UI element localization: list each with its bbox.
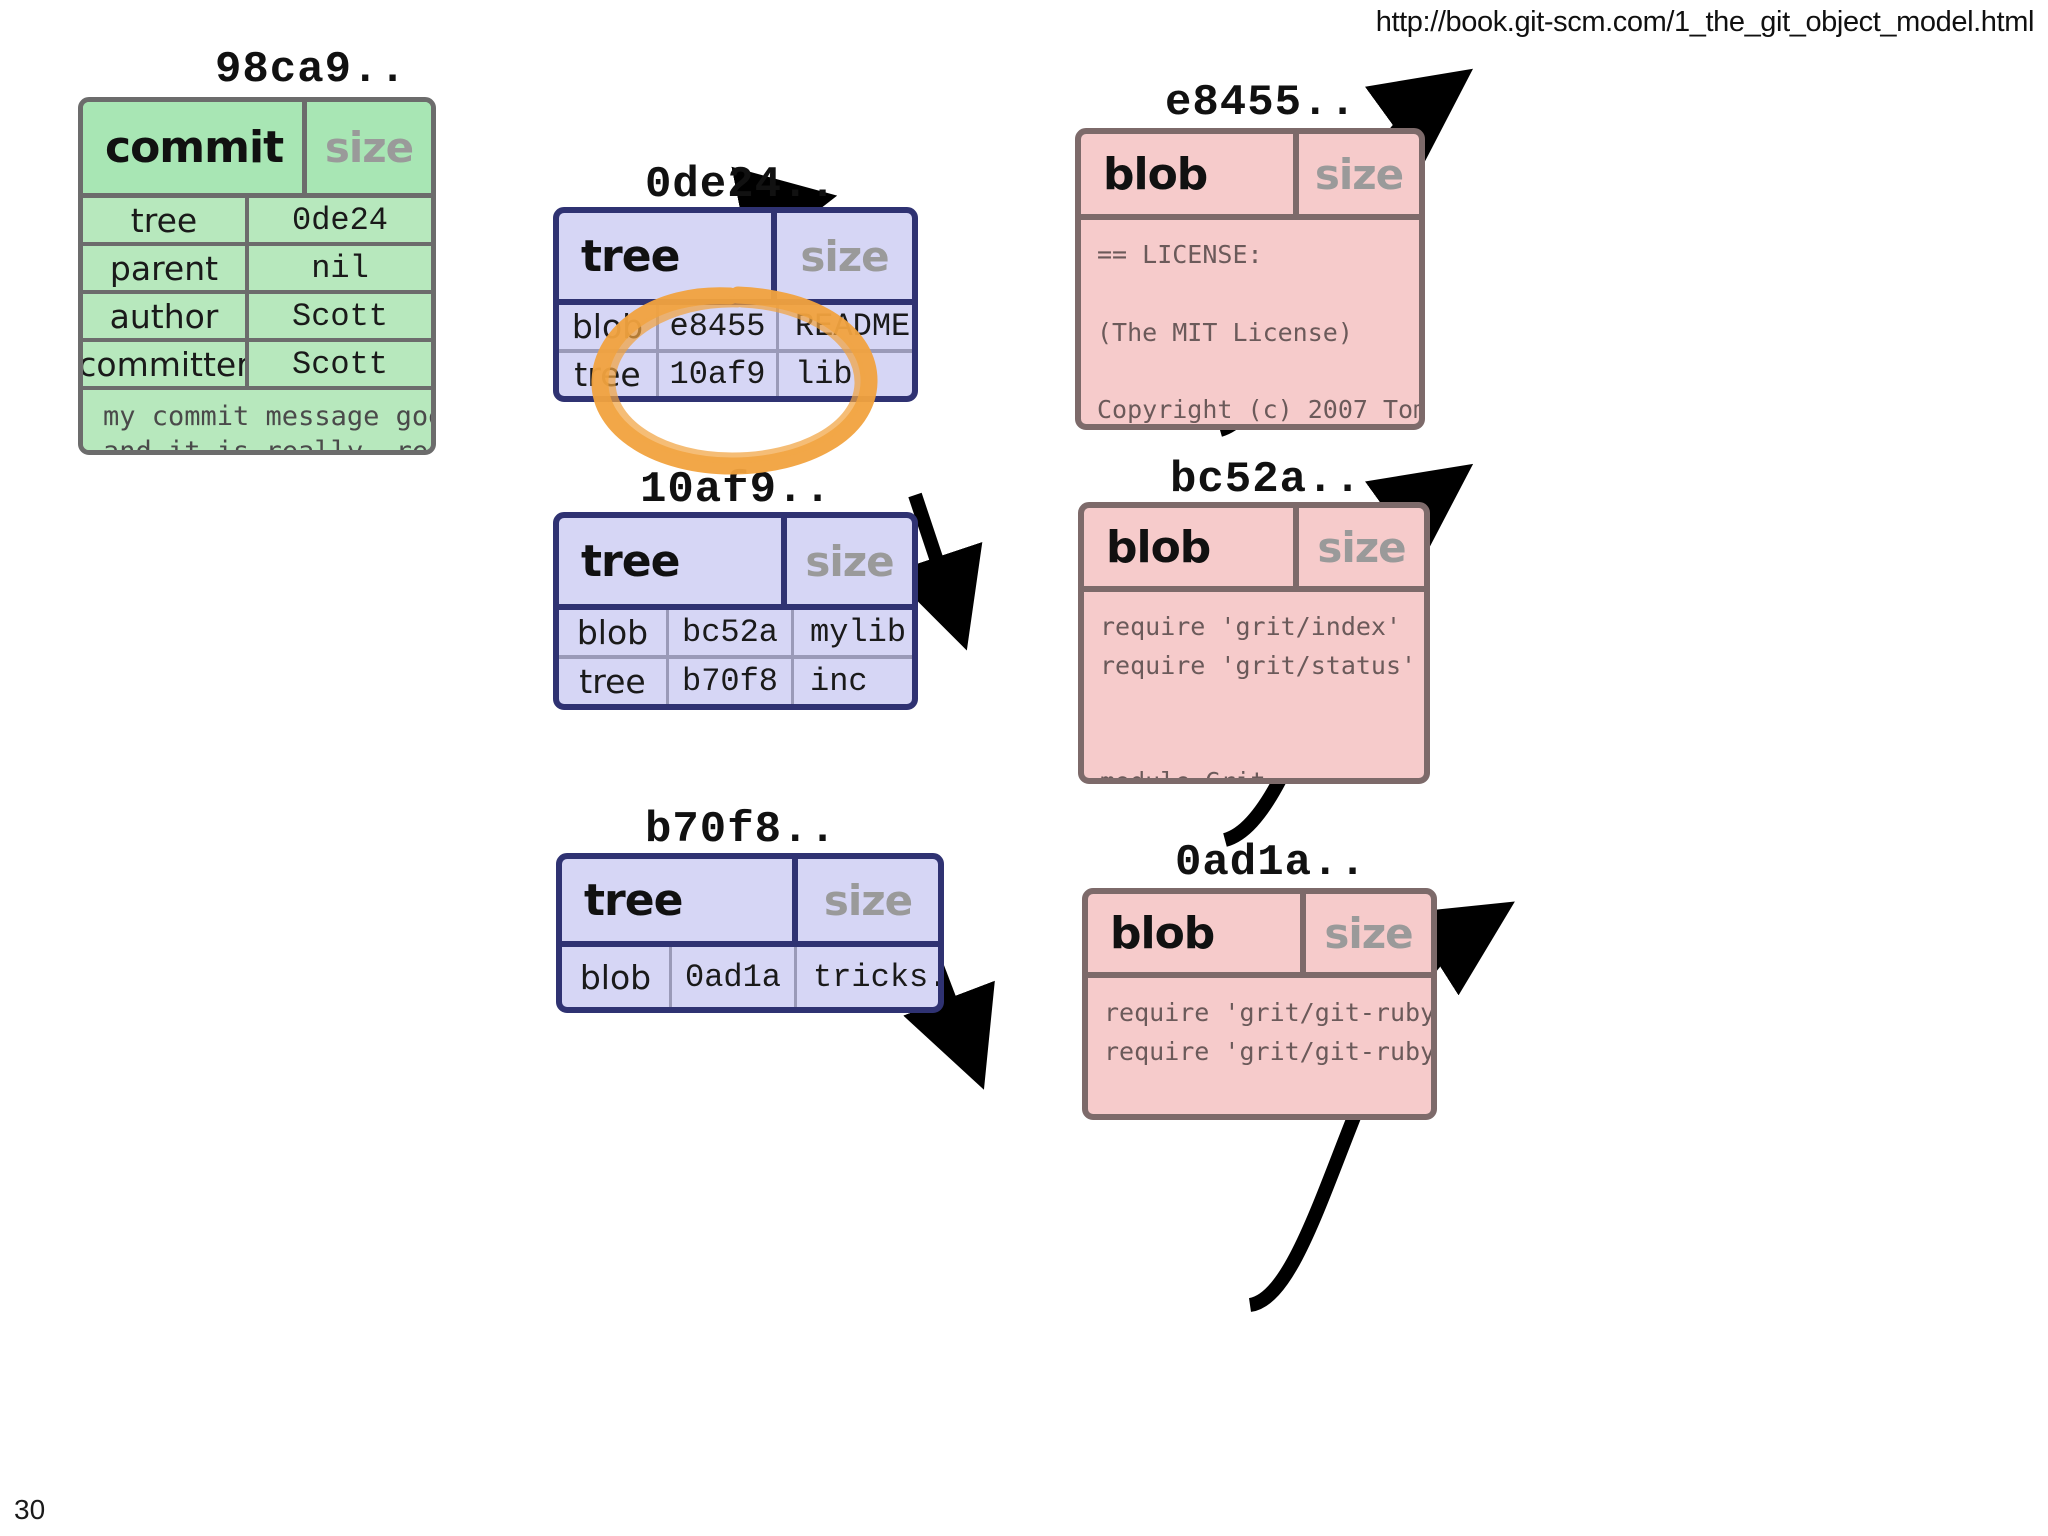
tree-entry-hash: 10af9 bbox=[659, 352, 779, 396]
tree-b70f8-size-label: size bbox=[823, 875, 913, 925]
tree-b70f8-object-id: b70f8.. bbox=[645, 805, 837, 855]
blob-0ad1a-object-id: 0ad1a.. bbox=[1175, 838, 1367, 888]
blob-bc52a-content: require 'grit/index' require 'grit/statu… bbox=[1100, 612, 1417, 778]
commit-message: my commit message goes here and it is re… bbox=[83, 390, 431, 450]
tree-10af9-size-label: size bbox=[805, 536, 894, 586]
tree-10af9-object-id: 10af9.. bbox=[640, 465, 832, 515]
tree-entry-hash: 0ad1a bbox=[672, 947, 797, 1007]
commit-field-row: committer Scott bbox=[83, 342, 431, 390]
tree-entry-name: mylib.rb bbox=[810, 614, 912, 651]
tree-entry-kind: blob bbox=[559, 305, 659, 349]
commit-field-value: nil bbox=[311, 249, 369, 287]
tree-entry-hash: b70f8 bbox=[669, 659, 794, 704]
commit-field-key: author bbox=[83, 294, 249, 338]
tree-entry-kind: blob bbox=[559, 610, 669, 655]
tree-entry-row: tree 10af9 lib bbox=[559, 352, 912, 396]
tree-entry-row: blob bc52a mylib.rb bbox=[559, 610, 912, 659]
blob-e8455-object-id: e8455.. bbox=[1165, 78, 1357, 128]
blob-0ad1a-size-label: size bbox=[1324, 908, 1413, 958]
commit-object-id: 98ca9.. bbox=[215, 45, 407, 95]
tree-entry-name: inc bbox=[810, 663, 868, 700]
commit-field-key: committer bbox=[83, 342, 249, 386]
arrow-tree0de24-to-tree10af9 bbox=[889, 492, 983, 651]
tree-entry-hash: bc52a bbox=[669, 610, 794, 655]
blob-bc52a-size-label: size bbox=[1317, 522, 1406, 572]
tree-10af9-type-label: tree bbox=[559, 518, 787, 604]
commit-field-key: tree bbox=[83, 198, 249, 242]
tree-0de24-card[interactable]: tree size blob e8455 README tree 10af9 l… bbox=[553, 207, 918, 402]
commit-field-row: tree 0de24 bbox=[83, 198, 431, 246]
tree-entry-kind: tree bbox=[559, 659, 669, 704]
blob-e8455-card[interactable]: blob size == LICENSE: (The MIT License) … bbox=[1075, 128, 1425, 430]
tree-entry-kind: blob bbox=[562, 947, 672, 1007]
tree-10af9-card[interactable]: tree size blob bc52a mylib.rb tree b70f8… bbox=[553, 512, 918, 710]
tree-entry-row: blob 0ad1a tricks.rb bbox=[562, 947, 938, 1007]
tree-0de24-type-label: tree bbox=[559, 213, 777, 299]
tree-entry-name: README bbox=[795, 308, 911, 346]
blob-0ad1a-content: require 'grit/git-ruby/reposi require 'g… bbox=[1104, 998, 1431, 1066]
tree-b70f8-card[interactable]: tree size blob 0ad1a tricks.rb bbox=[556, 853, 944, 1013]
source-url: http://book.git-scm.com/1_the_git_object… bbox=[1375, 6, 2035, 38]
tree-b70f8-type-label: tree bbox=[562, 859, 798, 941]
commit-size-label: size bbox=[307, 102, 431, 193]
blob-0ad1a-type-label: blob bbox=[1088, 894, 1306, 972]
tree-entry-row: tree b70f8 inc bbox=[559, 659, 912, 704]
blob-0ad1a-card[interactable]: blob size require 'grit/git-ruby/reposi … bbox=[1082, 888, 1437, 1120]
commit-field-value: Scott bbox=[291, 345, 388, 383]
blob-e8455-content: == LICENSE: (The MIT License) Copyright … bbox=[1097, 240, 1419, 424]
tree-0de24-size-label: size bbox=[800, 231, 889, 281]
commit-field-value: 0de24 bbox=[291, 201, 388, 239]
blob-e8455-size-label: size bbox=[1314, 149, 1404, 199]
tree-entry-kind: tree bbox=[559, 352, 659, 396]
blob-bc52a-type-label: blob bbox=[1084, 508, 1299, 586]
tree-entry-name: lib bbox=[795, 355, 853, 393]
commit-field-key: parent bbox=[83, 246, 249, 290]
commit-object-card[interactable]: commit size tree 0de24 parent nil author… bbox=[78, 97, 436, 455]
commit-type-label: commit bbox=[83, 102, 307, 193]
tree-entry-row: blob e8455 README bbox=[559, 305, 912, 353]
tree-entry-name: tricks.rb bbox=[813, 958, 938, 996]
blob-bc52a-card[interactable]: blob size require 'grit/index' require '… bbox=[1078, 502, 1430, 784]
commit-field-row: author Scott bbox=[83, 294, 431, 342]
commit-field-row: parent nil bbox=[83, 246, 431, 294]
blob-bc52a-object-id: bc52a.. bbox=[1170, 455, 1362, 505]
blob-e8455-type-label: blob bbox=[1081, 134, 1299, 214]
page-number: 30 bbox=[14, 1494, 46, 1525]
commit-field-value: Scott bbox=[291, 297, 388, 335]
tree-0de24-object-id: 0de24.. bbox=[645, 160, 837, 210]
tree-entry-hash: e8455 bbox=[659, 305, 779, 349]
